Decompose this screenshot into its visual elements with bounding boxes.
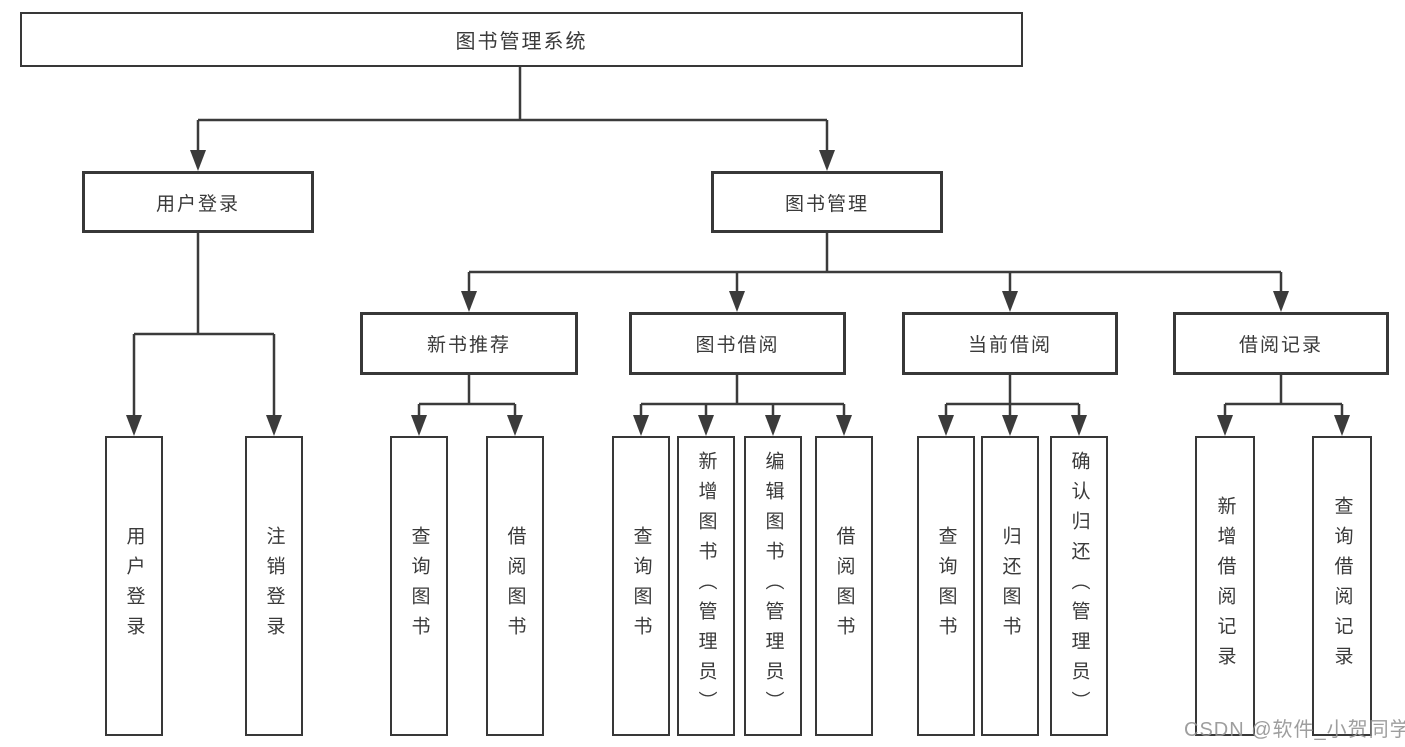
leaf-borrow-book-1: 借阅图书 (486, 436, 544, 736)
leaf-query-book-1: 查询图书 (390, 436, 448, 736)
node-book-borrow: 图书借阅 (629, 312, 846, 375)
node-current-borrow: 当前借阅 (902, 312, 1118, 375)
leaf-query-book-2: 查询图书 (612, 436, 670, 736)
leaf-query-book-3: 查询图书 (917, 436, 975, 736)
leaf-add-borrow-record: 新增借阅记录 (1195, 436, 1255, 736)
node-book-management: 图书管理 (711, 171, 943, 233)
arrowheads (126, 150, 1350, 436)
node-borrow-record: 借阅记录 (1173, 312, 1389, 375)
leaf-confirm-return-admin: 确认归还（管理员） (1050, 436, 1108, 736)
csdn-watermark: CSDN @软件_小贺同学 (1184, 719, 1405, 741)
leaf-logout: 注销登录 (245, 436, 303, 736)
leaf-add-book-admin: 新增图书（管理员） (677, 436, 735, 736)
node-new-book-recommend: 新书推荐 (360, 312, 578, 375)
node-root: 图书管理系统 (20, 12, 1023, 67)
leaf-borrow-book-2: 借阅图书 (815, 436, 873, 736)
leaf-return-book: 归还图书 (981, 436, 1039, 736)
leaf-user-login: 用户登录 (105, 436, 163, 736)
node-user-login: 用户登录 (82, 171, 314, 233)
leaf-edit-book-admin: 编辑图书（管理员） (744, 436, 802, 736)
leaf-query-borrow-record: 查询借阅记录 (1312, 436, 1372, 736)
